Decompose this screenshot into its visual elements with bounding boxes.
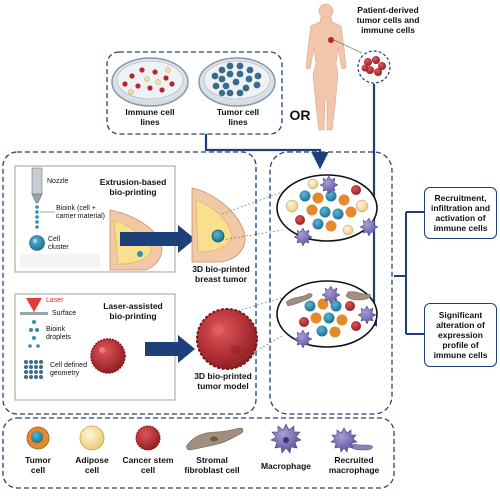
bioprinting-box bbox=[2, 151, 257, 415]
cell-defined-geometry-icon bbox=[24, 360, 43, 379]
bioink-strand-icon bbox=[35, 205, 39, 229]
immune-cell-lines-label: Immune cell lines bbox=[125, 107, 175, 127]
bioprinted-tumor-model-icon bbox=[196, 308, 258, 370]
zoom-line bbox=[221, 191, 283, 215]
macrophage-icon bbox=[270, 423, 302, 454]
tumor-site-marker bbox=[328, 37, 334, 43]
tumor-cell-dish-icon bbox=[198, 57, 276, 107]
laser-label: Laser bbox=[46, 297, 64, 304]
surface-label: Surface bbox=[52, 310, 77, 317]
bioink-label: Bioink (cell + carrier material) bbox=[56, 205, 106, 220]
cancer-stem-cell-icon bbox=[135, 425, 161, 451]
laser-source-icon bbox=[20, 298, 48, 315]
cell-cluster-label: Cell cluster bbox=[48, 236, 69, 251]
legend-label-macrophage: Macrophage bbox=[260, 461, 312, 471]
recruited-macrophage-icon bbox=[330, 427, 373, 453]
bioprinted-breast-tumor-icon bbox=[191, 187, 246, 263]
extrusion-title: Extrusion-based bio-printing bbox=[99, 177, 167, 197]
droplets-label: Bioink droplets bbox=[46, 326, 71, 341]
arrow-laser bbox=[145, 335, 195, 363]
bioink-droplets-icon bbox=[28, 320, 40, 348]
legend-label-cancer-stem-cell: Cancer stem cell bbox=[122, 455, 174, 475]
outcome-box-recruitment: Recruitment, infiltration and activation… bbox=[424, 187, 497, 239]
zoom-line bbox=[229, 297, 283, 314]
cell-lines-box bbox=[106, 51, 283, 135]
adipose-cell-icon bbox=[79, 425, 105, 451]
tumor-microenvironment-view-2 bbox=[276, 280, 378, 349]
geometry-label: Cell defined geometry bbox=[50, 362, 87, 377]
tumor-cell-icon bbox=[26, 426, 50, 450]
connector-from-cell-lines bbox=[204, 134, 329, 170]
tumor-model-box bbox=[269, 151, 393, 415]
patient-silhouette-icon bbox=[305, 3, 347, 131]
fibroblast-icon bbox=[186, 427, 244, 451]
zoom-line bbox=[231, 335, 283, 366]
immune-cell-dish-icon bbox=[111, 57, 189, 107]
printed-spheroid-small-icon bbox=[90, 338, 126, 374]
legend-label-adipose-cell: Adipose cell bbox=[75, 455, 109, 475]
printer-nozzle-icon bbox=[31, 167, 43, 204]
legend-label-fibroblast: Stromal fibroblast cell bbox=[184, 455, 240, 475]
cell-cluster-icon bbox=[29, 235, 45, 251]
laser-title: Laser-assisted bio-printing bbox=[103, 301, 163, 321]
patient-derived-label: Patient-derived tumor cells and immune c… bbox=[356, 5, 420, 35]
legend-box bbox=[2, 417, 395, 489]
or-label: OR bbox=[289, 107, 311, 123]
patient-tumor-sample-icon bbox=[357, 50, 391, 84]
arrow-extrusion bbox=[120, 225, 195, 253]
legend-label-recruited-macrophage: Recruited macrophage bbox=[328, 455, 380, 475]
outcome-box-expression: Significant alteration of expression pro… bbox=[424, 303, 497, 367]
outcome-bracket bbox=[394, 211, 424, 335]
print-substrate-icon bbox=[20, 254, 100, 268]
breast-tumor-result-label: 3D bio-printed breast tumor bbox=[192, 264, 250, 284]
tumor-microenvironment-view-1 bbox=[276, 174, 379, 247]
legend-label-tumor-cell: Tumor cell bbox=[25, 455, 51, 475]
tumor-cell-lines-label: Tumor cell lines bbox=[216, 107, 260, 127]
nozzle-label: Nozzle bbox=[47, 178, 69, 185]
tumor-model-result-label: 3D bio-printed tumor model bbox=[194, 371, 252, 391]
